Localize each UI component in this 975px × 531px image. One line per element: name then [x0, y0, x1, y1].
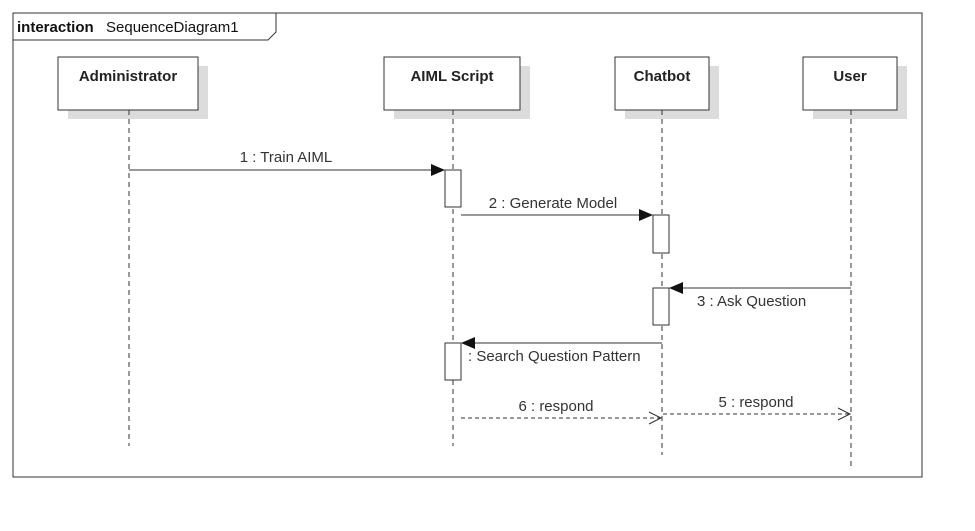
lifeline-user[interactable]: User [802, 56, 907, 468]
filled-arrowhead-icon [639, 209, 653, 221]
message-label: 3 : Ask Question [697, 293, 806, 310]
filled-arrowhead-icon [431, 164, 445, 176]
lifeline-administrator[interactable]: Administrator [57, 56, 208, 446]
open-arrowhead-icon [648, 411, 663, 425]
activation-aiml-script-2[interactable] [444, 342, 462, 381]
message-label: : Search Question Pattern [468, 348, 641, 365]
lifeline-label: AIML Script [410, 68, 493, 85]
message-label: 6 : respond [518, 398, 593, 415]
lifeline-label: Administrator [79, 68, 178, 85]
lifeline-label: User [833, 68, 867, 85]
message-train-aiml[interactable]: 1 : Train AIML [129, 149, 445, 176]
lifeline-chatbot[interactable]: Chatbot [614, 56, 719, 455]
activation-chatbot-1[interactable] [652, 214, 670, 254]
frame-keyword: interaction [17, 19, 94, 36]
lifeline-box[interactable] [614, 56, 710, 111]
activation-aiml-script-1[interactable] [444, 169, 462, 208]
message-label: 1 : Train AIML [240, 149, 333, 166]
message-generate-model[interactable]: 2 : Generate Model [461, 195, 653, 221]
message-respond-5[interactable]: 5 : respond [663, 394, 852, 421]
message-ask-question[interactable]: 3 : Ask Question [669, 282, 851, 310]
message-label: 5 : respond [718, 394, 793, 411]
open-arrowhead-icon [837, 407, 852, 421]
filled-arrowhead-icon [461, 337, 475, 349]
message-label: 2 : Generate Model [489, 195, 617, 212]
activation-chatbot-2[interactable] [652, 287, 670, 326]
lifeline-box[interactable] [802, 56, 898, 111]
message-search-question-pattern[interactable]: : Search Question Pattern [461, 337, 662, 365]
lifeline-aiml-script[interactable]: AIML Script [383, 56, 530, 446]
frame-title: SequenceDiagram1 [106, 19, 239, 36]
lifeline-box[interactable] [383, 56, 521, 111]
lifeline-box[interactable] [57, 56, 199, 111]
frame-tab [13, 13, 277, 41]
message-respond-6[interactable]: 6 : respond [461, 398, 663, 425]
lifeline-label: Chatbot [634, 68, 691, 85]
filled-arrowhead-icon [669, 282, 683, 294]
